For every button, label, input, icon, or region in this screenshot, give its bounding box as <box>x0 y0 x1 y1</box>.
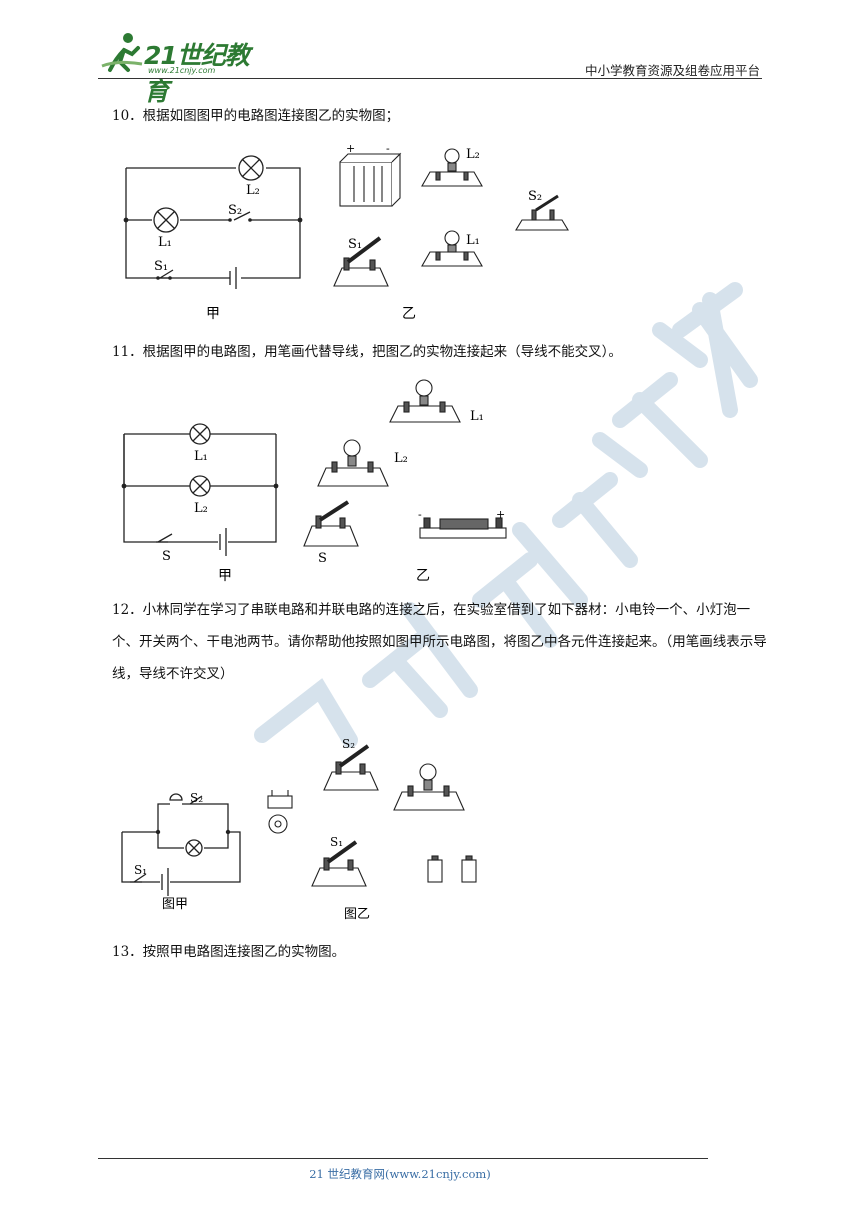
logo-url: www.21cnjy.com <box>148 66 216 75</box>
q11-figure: L₁ L₂ S - + L₁ L₂ S 甲 乙 <box>121 379 507 584</box>
question-13-text: 13．按照甲电路图连接图乙的实物图。 <box>112 944 346 960</box>
q11-caption-jia: 甲 <box>218 568 232 584</box>
q12-label-S2-physical: S₂ <box>342 737 355 751</box>
q12-figure: S₂ S₁ S₂ S₁ 图甲 图乙 <box>121 737 477 922</box>
q10-battery-plus: + <box>346 142 355 155</box>
q12-label-S1-physical: S₁ <box>330 835 343 849</box>
header-rule <box>98 78 762 79</box>
footer-rule <box>98 1158 708 1159</box>
logo-title: 21世纪教育 <box>144 41 250 106</box>
q11-caption-yi: 乙 <box>416 568 430 584</box>
q11-label-L2-physical: L₂ <box>394 451 408 466</box>
q10-label-S2-schematic: S₂ <box>228 203 242 218</box>
q10-figure: + - L₂ L₁ S₂ S₁ L₂ L₁ S₂ S₁ 甲 乙 <box>123 142 569 322</box>
q11-label-L1-schematic: L₁ <box>194 449 208 464</box>
q10-label-L2-schematic: L₂ <box>246 183 260 198</box>
question-11-text: 11．根据图甲的电路图，用笔画代替导线，把图乙的实物连接起来（导线不能交叉）。 <box>112 344 622 360</box>
q12-label-S2-schematic: S₂ <box>190 791 203 805</box>
q10-battery-minus: - <box>386 142 390 155</box>
q11-label-S-physical: S <box>318 551 327 566</box>
q10-caption-yi: 乙 <box>402 306 416 322</box>
q10-label-S1-schematic: S₁ <box>154 259 168 274</box>
q12-label-S1-schematic: S₁ <box>134 863 147 877</box>
q11-label-L1-physical: L₁ <box>470 409 484 424</box>
q10-label-S1-physical: S₁ <box>348 237 362 252</box>
q11-battery-plus: + <box>496 508 505 521</box>
question-10-text: 10．根据如图图甲的电路图连接图乙的实物图； <box>112 108 400 124</box>
footer-text: 21 世纪教育网(www.21cnjy.com) <box>309 1167 491 1181</box>
q10-label-S2-physical: S₂ <box>528 189 542 204</box>
q10-label-L2-physical: L₂ <box>466 147 480 162</box>
site-name: 中小学教育资源及组卷应用平台 <box>585 63 761 78</box>
q12-caption-yi: 图乙 <box>344 907 370 922</box>
q10-label-L1-schematic: L₁ <box>158 235 172 250</box>
q11-label-S-schematic: S <box>162 549 171 564</box>
runner-logo-icon <box>101 33 143 72</box>
q11-battery-minus: - <box>418 508 422 521</box>
question-12-text: 12．小林同学在学习了串联电路和并联电路的连接之后，在实验室借到了如下器材：小电… <box>112 602 767 682</box>
header-logo: 21世纪教育 www.21cnjy.com <box>98 30 268 106</box>
q11-label-L2-schematic: L₂ <box>194 501 208 516</box>
q10-label-L1-physical: L₁ <box>466 233 480 248</box>
q12-caption-jia: 图甲 <box>162 897 188 912</box>
q10-caption-jia: 甲 <box>206 306 220 322</box>
